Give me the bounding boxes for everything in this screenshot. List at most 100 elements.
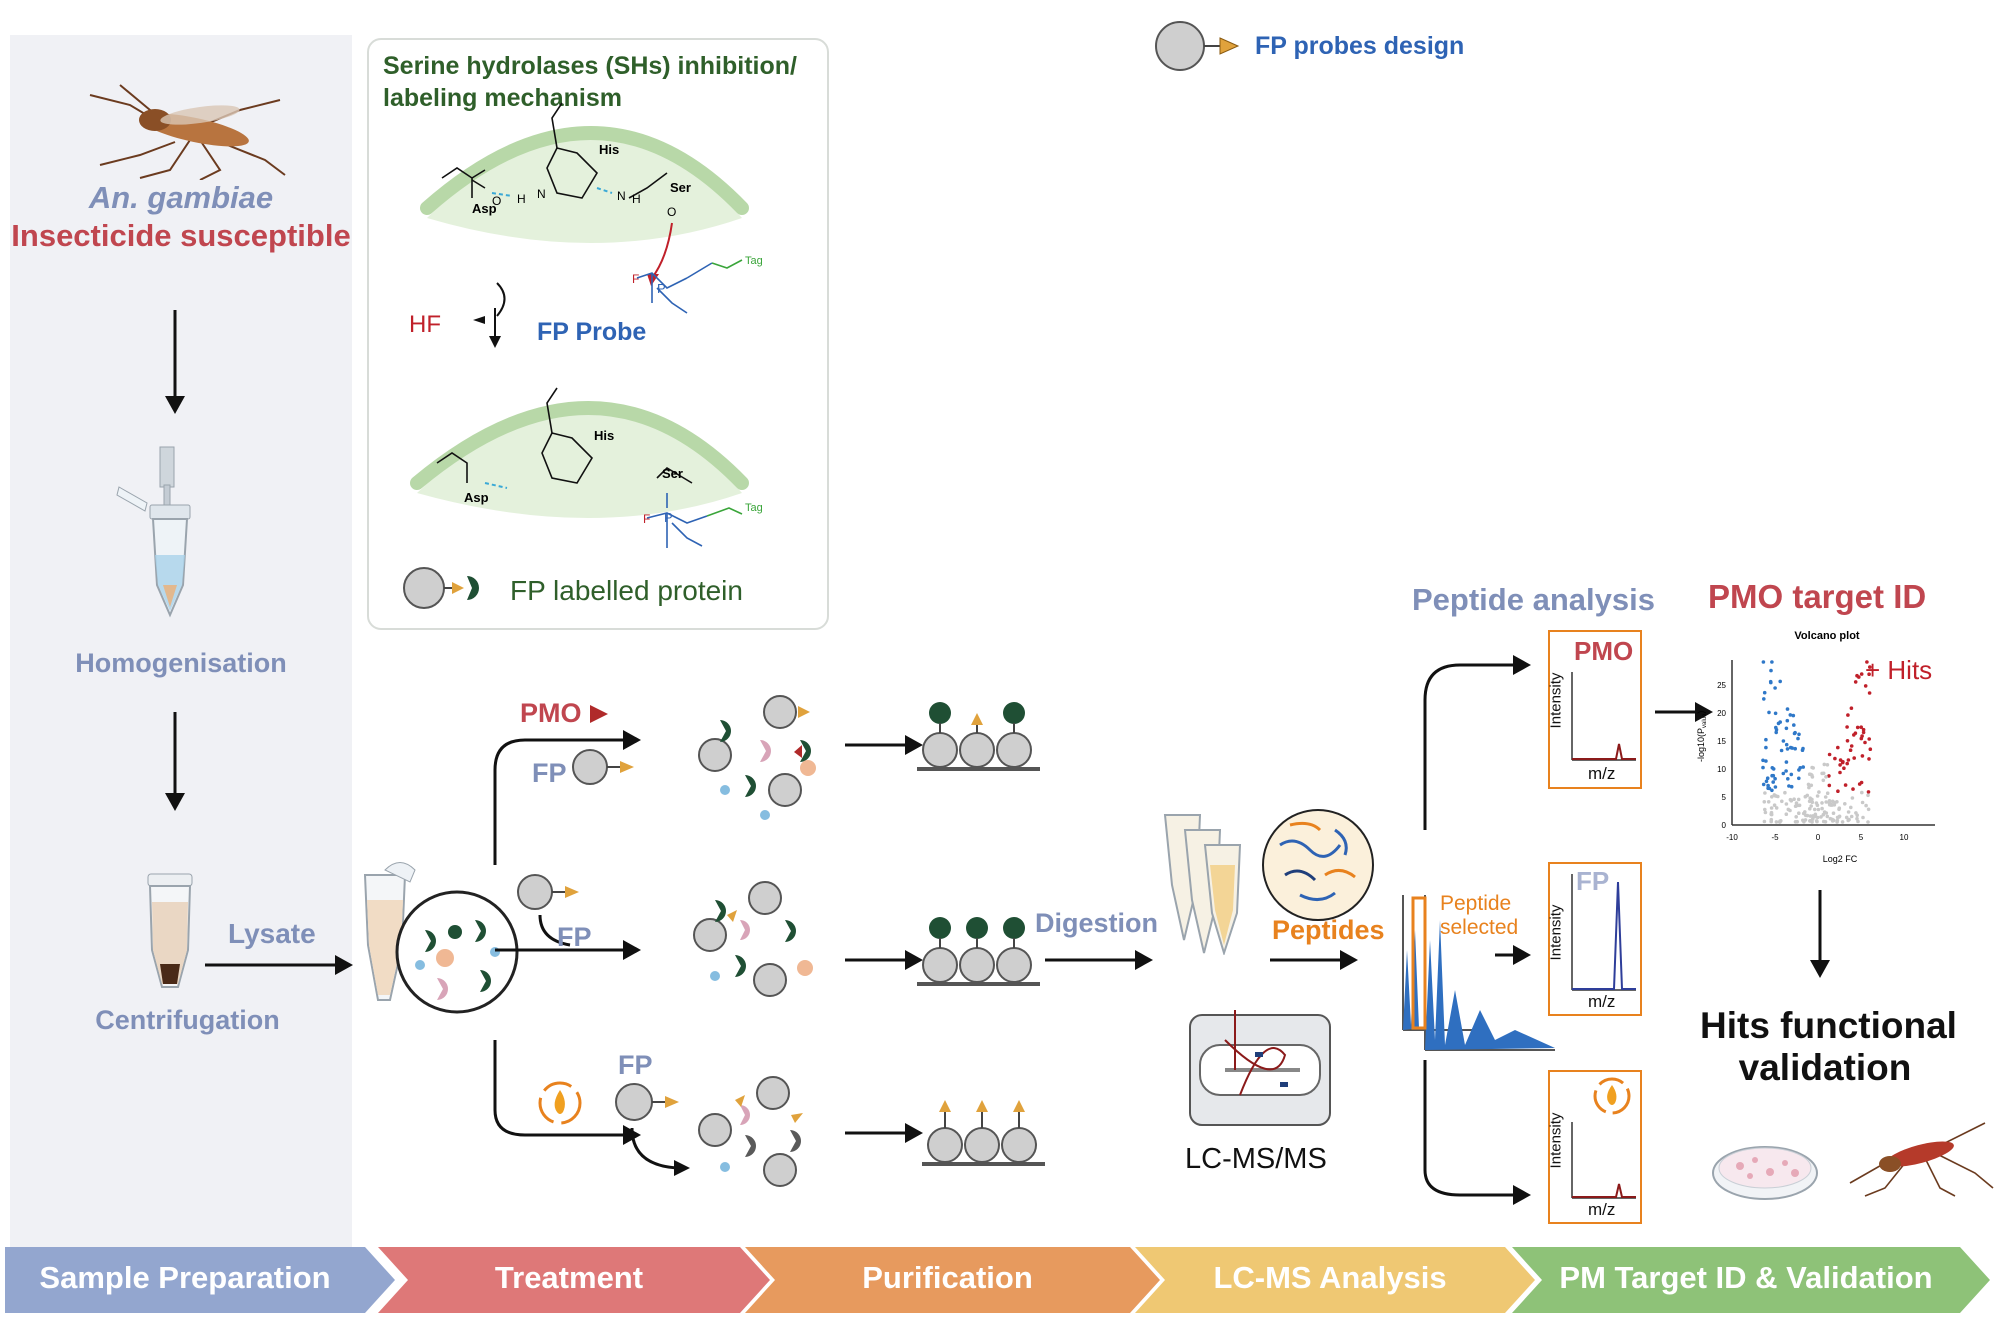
svg-text:Ser: Ser	[662, 466, 683, 481]
volcano-point	[1864, 803, 1868, 808]
volcano-xtick: -10	[1726, 833, 1738, 842]
peptide-analysis-title: Peptide analysis	[1412, 582, 1655, 617]
svg-text:N: N	[537, 187, 546, 201]
volcano-point	[1765, 776, 1770, 780]
workflow-stage-shape	[5, 1247, 395, 1313]
down-arrow	[165, 310, 185, 414]
volcano-point	[1787, 784, 1791, 788]
spectrum-xlabel: m/z	[1588, 992, 1616, 1011]
volcano-point	[1786, 807, 1791, 812]
volcano-point	[1856, 819, 1860, 824]
volcano-point	[1769, 812, 1773, 817]
peptide-selected-line1: Peptide	[1440, 892, 1512, 915]
volcano-point	[1859, 736, 1864, 741]
down-arrow	[1810, 890, 1830, 978]
volcano-point	[1845, 725, 1849, 729]
volcano-point	[1773, 776, 1777, 781]
volcano-point	[1838, 770, 1842, 775]
volcano-point	[1863, 684, 1868, 688]
volcano-point	[1837, 806, 1842, 810]
volcano-point	[1788, 745, 1793, 750]
volcano-point	[1781, 771, 1786, 776]
protein-mixture	[693, 881, 813, 997]
volcano-point	[1771, 780, 1775, 784]
volcano-point	[1770, 660, 1774, 664]
volcano-point	[1784, 769, 1788, 773]
lcms-instrument-icon	[1189, 1010, 1331, 1126]
volcano-point	[1785, 718, 1790, 723]
volcano-point	[1766, 783, 1770, 788]
sample-preparation-panel	[10, 35, 352, 1250]
spectrum-ylabel: Intensity	[1547, 672, 1565, 729]
spectrum-plot	[1571, 874, 1636, 991]
volcano-point	[1808, 796, 1812, 800]
chromatogram	[1402, 895, 1555, 1051]
volcano-point	[1809, 804, 1813, 808]
volcano-point	[1819, 815, 1823, 819]
validation-line1: Hits functional	[1700, 1005, 1957, 1046]
volcano-point	[1850, 796, 1855, 800]
volcano-point	[1845, 761, 1849, 766]
protein-mixture	[698, 1076, 803, 1187]
lysate-label: Lysate	[228, 918, 316, 949]
volcano-point	[1827, 774, 1831, 778]
enriched-beads-fp	[917, 917, 1040, 986]
volcano-ytick: 0	[1722, 821, 1727, 830]
volcano-point	[1824, 775, 1828, 779]
volcano-point	[1770, 795, 1774, 799]
volcano-point	[1815, 803, 1820, 807]
volcano-point	[1859, 725, 1863, 729]
volcano-point	[1784, 812, 1789, 816]
volcano-point	[1823, 795, 1828, 799]
volcano-point	[1846, 810, 1851, 814]
volcano-point	[1763, 810, 1768, 815]
fp-label-top: FP	[532, 758, 567, 788]
volcano-point	[1840, 760, 1845, 765]
volcano-point	[1852, 733, 1856, 737]
volcano-point	[1824, 800, 1828, 804]
volcano-point	[1867, 757, 1871, 761]
volcano-point	[1764, 779, 1769, 784]
volcano-point	[1797, 732, 1801, 737]
volcano-point	[1833, 756, 1837, 761]
workflow-stage-shape	[378, 1247, 770, 1313]
volcano-ytick: 25	[1717, 681, 1726, 690]
volcano-ylabel: -log10(Pvalue)	[1696, 711, 1708, 762]
volcano-point	[1865, 660, 1869, 664]
volcano-point	[1842, 766, 1846, 770]
svg-text:H: H	[517, 192, 526, 206]
fp-label-bottom: FP	[618, 1050, 653, 1080]
spectrum-xlabel: m/z	[1588, 764, 1616, 783]
svg-text:Tag: Tag	[745, 502, 763, 514]
mechanism-title-line2: labeling mechanism	[383, 84, 622, 112]
svg-text:His: His	[594, 428, 614, 443]
svg-text:F: F	[643, 512, 650, 526]
spectrum-plot	[1571, 672, 1636, 761]
down-arrow	[165, 712, 185, 811]
digestion-arrow	[1045, 950, 1153, 970]
volcano-point	[1861, 727, 1866, 732]
volcano-point	[1793, 746, 1797, 751]
workflow-bar	[5, 1247, 1990, 1313]
ser-label: Ser	[670, 180, 691, 195]
volcano-point	[1796, 797, 1801, 802]
volcano-point	[1821, 778, 1826, 783]
pmo-target-id-title: PMO target ID	[1708, 578, 1927, 615]
volcano-point	[1791, 713, 1796, 718]
volcano-point	[1766, 800, 1771, 804]
volcano-point	[1797, 768, 1801, 772]
volcano-point	[1820, 771, 1824, 776]
volcano-point	[1820, 801, 1824, 805]
volcano-point	[1846, 713, 1850, 717]
volcano-point	[1800, 748, 1805, 752]
volcano-point	[1849, 805, 1853, 810]
lysate-arrow	[205, 955, 353, 975]
volcano-point	[1817, 790, 1821, 794]
fp-probe-label: FP Probe	[537, 318, 646, 346]
volcano-point	[1809, 783, 1814, 788]
svg-text:P: P	[657, 281, 666, 296]
volcano-point	[1866, 793, 1870, 798]
volcano-point	[1848, 748, 1853, 752]
volcano-xtick: -5	[1771, 833, 1779, 842]
volcano-ytick: 5	[1722, 793, 1727, 802]
